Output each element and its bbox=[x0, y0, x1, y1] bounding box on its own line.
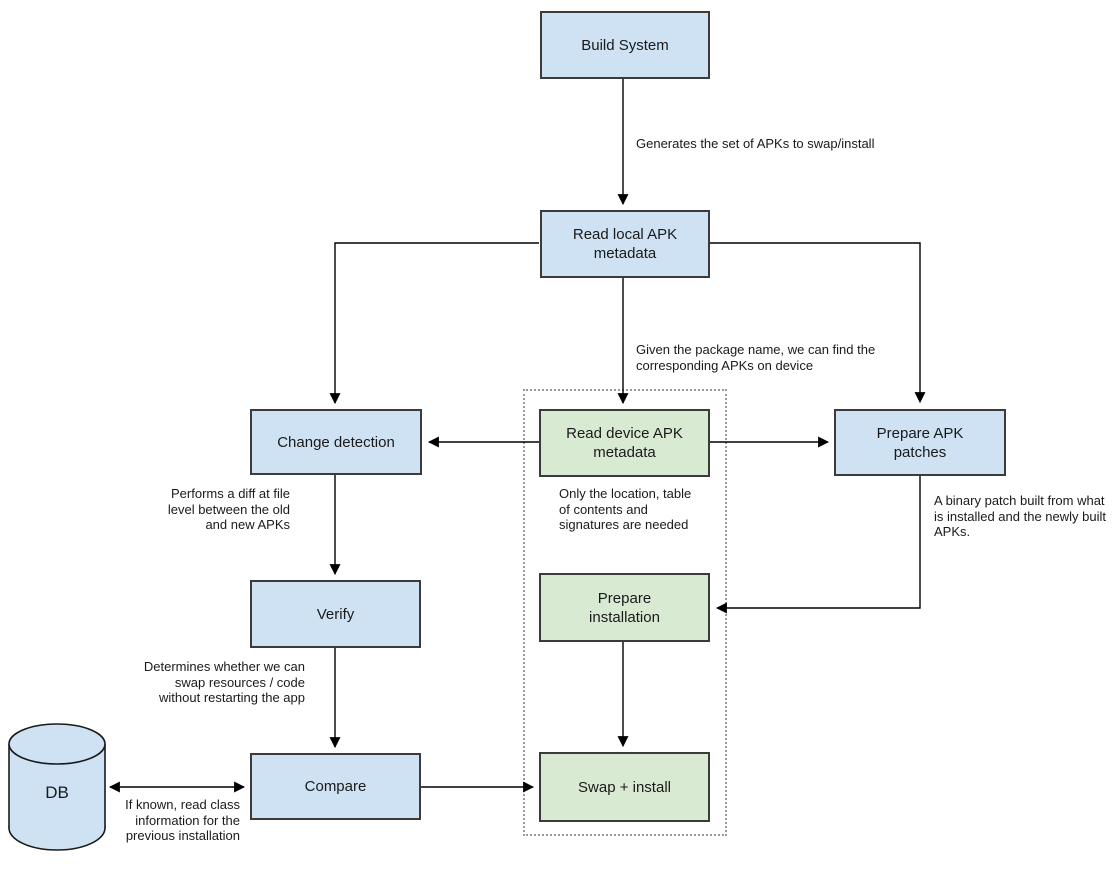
node-read-local-apk-metadata: Read local APK metadata bbox=[540, 210, 710, 278]
node-build-system: Build System bbox=[540, 11, 710, 79]
annotation-binary-patch: A binary patch built from what is instal… bbox=[934, 493, 1106, 539]
arrow-prepare-patches-to-prepare-installation bbox=[715, 476, 921, 614]
node-compare: Compare bbox=[250, 753, 421, 820]
node-db-label: DB bbox=[45, 783, 69, 802]
annotation-only-location: Only the location, table of contents and… bbox=[559, 486, 692, 532]
node-prepare-installation: Prepare installation bbox=[539, 573, 710, 642]
node-swap-install: Swap + install bbox=[539, 752, 710, 822]
node-read-device-apk-metadata: Read device APK metadata bbox=[539, 409, 710, 477]
arrow-read-local-to-change-detection bbox=[329, 242, 539, 405]
annotation-determines-swap: Determines whether we can swap resources… bbox=[143, 659, 305, 705]
node-prepare-apk-patches: Prepare APK patches bbox=[834, 409, 1006, 476]
annotation-generates-apks: Generates the set of APKs to swap/instal… bbox=[636, 136, 875, 151]
node-change-detection: Change detection bbox=[250, 409, 422, 475]
annotation-performs-diff: Performs a diff at file level between th… bbox=[167, 486, 290, 532]
annotation-if-known-read-class: If known, read class information for the… bbox=[125, 797, 240, 843]
arrow-read-local-to-prepare-patches bbox=[710, 242, 926, 404]
node-verify: Verify bbox=[250, 580, 421, 648]
annotation-given-package-name: Given the package name, we can find the … bbox=[636, 342, 876, 373]
